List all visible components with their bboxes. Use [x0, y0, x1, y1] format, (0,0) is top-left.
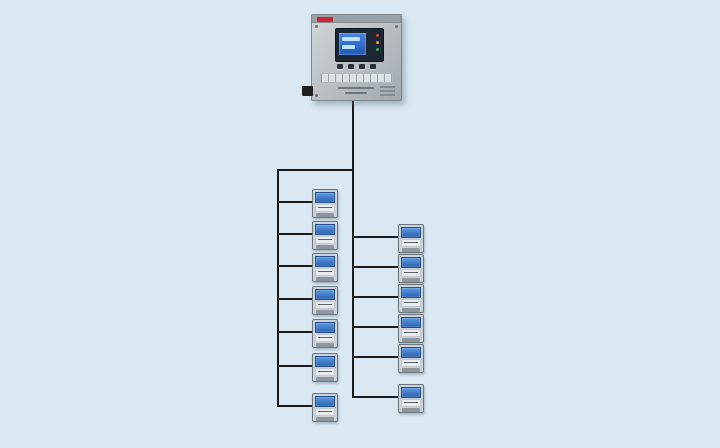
branch-wire-right-4 [352, 326, 398, 328]
gas-detector-right-4 [398, 314, 424, 343]
lcd-screen [339, 33, 366, 55]
controller-top-panel [312, 15, 401, 23]
detector-display [315, 356, 335, 367]
branch-wire-right-1 [352, 236, 398, 238]
detector-display [401, 227, 421, 238]
alarm-led [376, 34, 379, 37]
detector-base [316, 245, 334, 249]
detector-label [401, 239, 421, 247]
detector-display [315, 396, 335, 407]
faceplate-text [338, 87, 374, 89]
detector-label [401, 359, 421, 367]
detector-label [315, 368, 335, 376]
lcd-reading-bar [342, 37, 360, 41]
detector-label [315, 268, 335, 276]
detector-base [316, 343, 334, 347]
detector-base [316, 417, 334, 421]
vent-slot [380, 90, 395, 92]
detector-base [316, 277, 334, 281]
detector-label [401, 269, 421, 277]
detector-base [402, 368, 420, 372]
detector-base [402, 248, 420, 252]
gas-detector-right-2 [398, 254, 424, 283]
detector-display [401, 347, 421, 358]
detector-label [315, 334, 335, 342]
gas-detector-right-3 [398, 284, 424, 313]
detector-label [315, 204, 335, 212]
detector-display [315, 322, 335, 333]
detector-label [401, 399, 421, 407]
gas-detector-left-4 [312, 286, 338, 315]
detector-base [316, 310, 334, 314]
brand-logo [317, 17, 333, 22]
detector-display [401, 317, 421, 328]
gas-detector-left-1 [312, 189, 338, 218]
detector-base [316, 213, 334, 217]
faceplate-text [345, 92, 367, 94]
branch-wire-right-6 [352, 396, 398, 398]
branch-wire-left-7 [277, 405, 313, 407]
menu-button [337, 64, 343, 69]
gas-detector-left-7 [312, 393, 338, 422]
gas-detector-left-2 [312, 221, 338, 250]
detector-label [315, 408, 335, 416]
bus-wire-main-drop [352, 98, 354, 398]
branch-wire-right-3 [352, 296, 398, 298]
conduit-stub [302, 86, 313, 96]
branch-wire-right-5 [352, 356, 398, 358]
up-button [348, 64, 354, 69]
detector-label [401, 329, 421, 337]
detector-base [402, 338, 420, 342]
detector-display [401, 257, 421, 268]
vent-slot [380, 94, 395, 96]
gas-detector-right-5 [398, 344, 424, 373]
detector-display [315, 192, 335, 203]
gas-detector-right-6 [398, 384, 424, 413]
gas-detector-left-3 [312, 253, 338, 282]
detector-base [402, 408, 420, 412]
controller-button-row [337, 64, 376, 69]
controller-display-bezel [335, 28, 384, 62]
lcd-reading-bar [342, 45, 355, 49]
power-led [376, 48, 379, 51]
detector-display [401, 287, 421, 298]
enter-button [370, 64, 376, 69]
detector-display [315, 256, 335, 267]
branch-wire-left-1 [277, 201, 313, 203]
detector-label [315, 301, 335, 309]
vent-slot [380, 86, 395, 88]
screw [315, 94, 318, 97]
screw [315, 25, 318, 28]
branch-wire-right-2 [352, 266, 398, 268]
detector-base [402, 278, 420, 282]
gas-detector-left-5 [312, 319, 338, 348]
terminal-label-strip [320, 73, 393, 83]
branch-wire-left-2 [277, 233, 313, 235]
branch-wire-left-6 [277, 365, 313, 367]
gas-detector-left-6 [312, 353, 338, 382]
branch-wire-left-3 [277, 265, 313, 267]
branch-wire-left-4 [277, 298, 313, 300]
gas-alarm-controller [302, 14, 402, 101]
detector-base [402, 308, 420, 312]
down-button [359, 64, 365, 69]
detector-label [401, 299, 421, 307]
branch-wire-left-5 [277, 331, 313, 333]
detector-label [315, 236, 335, 244]
fault-led [376, 41, 379, 44]
detector-display [315, 289, 335, 300]
gas-detector-right-1 [398, 224, 424, 253]
bus-wire-left-trunk [277, 169, 279, 407]
detector-display [401, 387, 421, 398]
bus-wire-tee [277, 169, 354, 171]
screw [395, 25, 398, 28]
detector-base [316, 377, 334, 381]
detector-display [315, 224, 335, 235]
